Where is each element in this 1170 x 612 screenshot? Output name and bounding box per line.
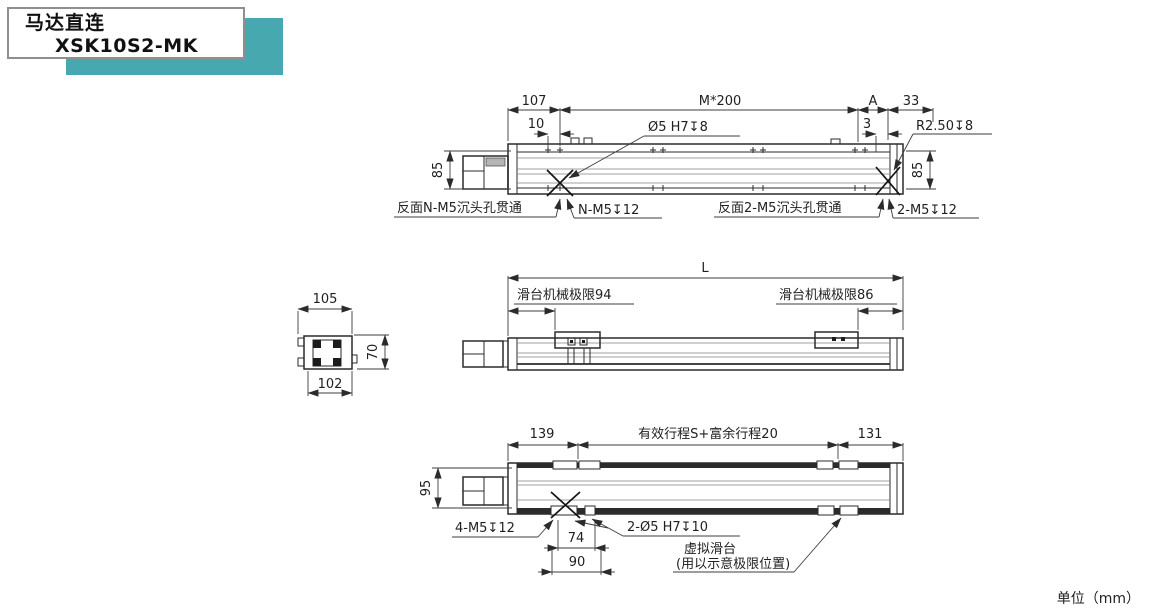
dim-102: 102 [318, 377, 343, 392]
dim-90: 90 [569, 555, 586, 570]
bottom-view-motor [462, 476, 509, 506]
dim-95: 95 [419, 480, 434, 497]
unit-note: 单位（mm） [1057, 591, 1140, 607]
title-box: 马达直连 XSK10S2-MK [7, 7, 245, 59]
bottom-view: 139 有效行程S+富余行程20 131 95 74 [419, 426, 904, 576]
callout-virtual-slider-1: 虚拟滑台 [684, 542, 736, 557]
side-view-body [507, 337, 904, 371]
model-number: XSK10S2-MK [55, 35, 198, 57]
dim-pitch: M*200 [699, 94, 742, 109]
dim-107: 107 [522, 94, 547, 109]
section-profile [297, 335, 358, 370]
callout-n-m5: N-M5↧12 [578, 203, 639, 218]
dim-10: 10 [528, 117, 545, 132]
dim-131: 131 [858, 427, 883, 442]
dim-33: 33 [903, 94, 920, 109]
callout-limit-right: 滑台机械极限86 [779, 288, 874, 303]
tapped-hole-x-right [875, 166, 901, 196]
dim-3: 3 [863, 117, 871, 132]
callout-radius-spec: R2.50↧8 [916, 119, 973, 134]
side-view-dimensions: L 滑台机械极限94 滑台机械极限86 [507, 261, 904, 336]
hole-marks [545, 147, 868, 191]
dim-A: A [869, 94, 878, 109]
top-view-body [507, 137, 904, 197]
dim-105: 105 [313, 292, 338, 307]
bottom-view-dimensions: 139 有效行程S+富余行程20 131 95 74 [419, 426, 904, 576]
callout-hole-spec: Ø5 H7↧8 [648, 120, 708, 135]
callout-2-holes: 2-Ø5 H7↧10 [627, 520, 708, 535]
dim-85-right: 85 [911, 162, 926, 179]
section-dimensions: 105 70 102 [297, 292, 389, 397]
dim-74: 74 [568, 531, 585, 546]
top-view-motor [462, 155, 509, 190]
dim-stroke-label: 有效行程S+富余行程20 [638, 426, 778, 442]
section-view: 105 70 102 [297, 292, 389, 397]
side-view-carriage [554, 331, 601, 365]
callout-2-m5: 2-M5↧12 [897, 203, 957, 218]
dim-85-left: 85 [431, 162, 446, 179]
top-view-dimensions: 107 M*200 A 33 10 3 Ø5 H7↧8 R2.50↧8 [394, 94, 992, 219]
dim-139: 139 [530, 427, 555, 442]
callout-4-m5: 4-M5↧12 [455, 521, 515, 536]
side-view-motor [462, 340, 509, 368]
callout-limit-left: 滑台机械极限94 [517, 288, 612, 303]
dim-70: 70 [366, 344, 381, 361]
top-view: 107 M*200 A 33 10 3 Ø5 H7↧8 R2.50↧8 [394, 94, 992, 219]
callout-back-2-m5: 反面2-M5沉头孔贯通 [718, 201, 841, 216]
bottom-view-body [507, 460, 904, 519]
callout-virtual-slider-2: (用以示意极限位置) [676, 556, 790, 572]
side-view-end-carriage [814, 331, 859, 349]
callout-back-n-m5: 反面N-M5沉头孔贯通 [397, 201, 522, 216]
dim-L: L [701, 261, 709, 276]
side-view: L 滑台机械极限94 滑台机械极限86 [462, 261, 904, 371]
drawing-category: 马达直连 [25, 12, 106, 34]
tapped-hole-x-bottom [550, 491, 581, 519]
